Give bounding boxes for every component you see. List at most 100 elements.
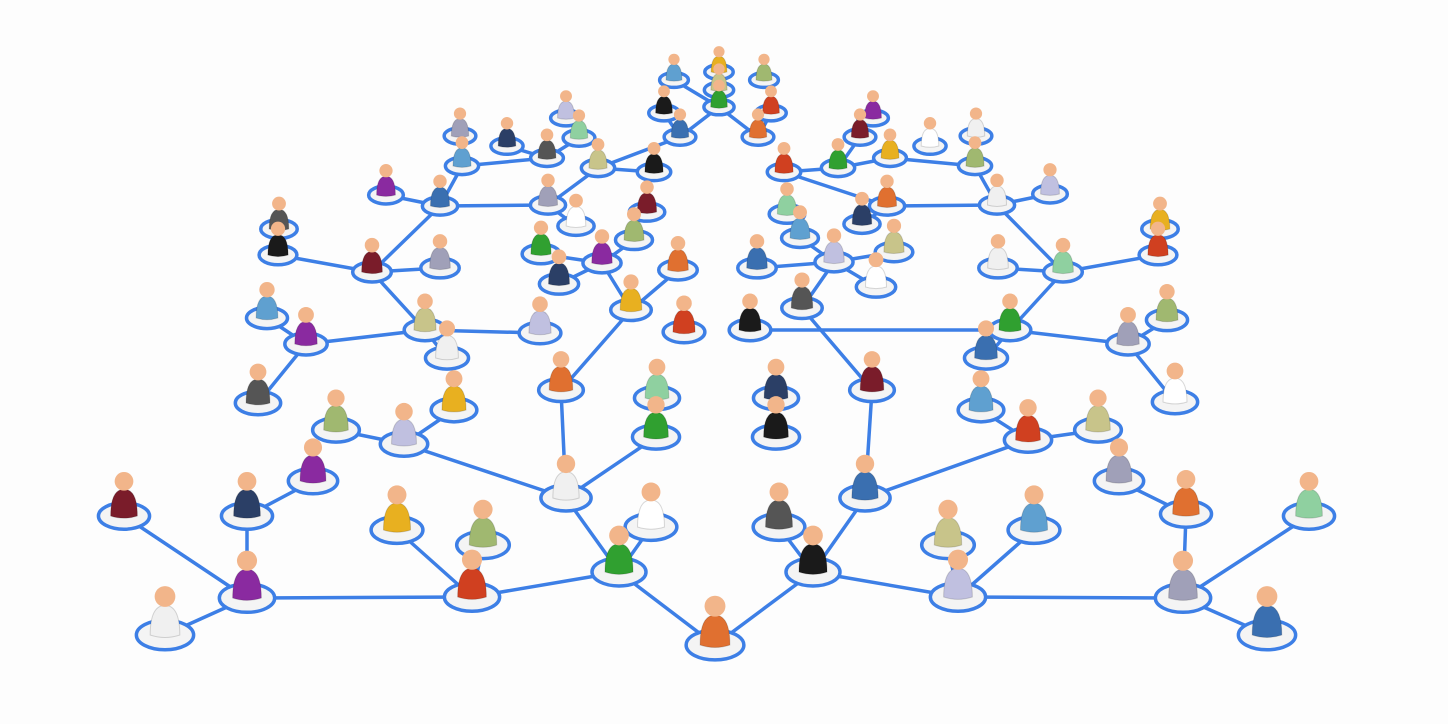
person-body bbox=[986, 185, 1008, 207]
person-node bbox=[590, 525, 648, 588]
person-head bbox=[540, 128, 554, 142]
person-body bbox=[149, 604, 181, 638]
person-head bbox=[533, 220, 549, 235]
person-head bbox=[623, 274, 639, 290]
person-node bbox=[1006, 485, 1062, 546]
person-node bbox=[420, 174, 460, 217]
person-head bbox=[863, 351, 881, 368]
network-link bbox=[1181, 514, 1311, 600]
person-node bbox=[873, 218, 915, 264]
person-node bbox=[378, 402, 430, 459]
person-body bbox=[987, 246, 1009, 271]
person-node bbox=[838, 454, 892, 513]
person-body bbox=[763, 411, 789, 440]
person-body bbox=[588, 149, 608, 170]
person-node bbox=[613, 207, 655, 252]
person-node bbox=[779, 205, 821, 250]
person-body bbox=[637, 499, 665, 530]
person-node bbox=[662, 108, 698, 147]
person-head bbox=[1150, 221, 1166, 236]
person-head bbox=[751, 108, 765, 121]
person-body bbox=[851, 471, 879, 501]
network-link bbox=[782, 170, 889, 208]
person-head bbox=[793, 205, 807, 220]
network-nodes bbox=[96, 46, 1337, 662]
person-node bbox=[627, 180, 667, 223]
person-node bbox=[842, 108, 878, 147]
person-body bbox=[655, 95, 673, 115]
person-body bbox=[667, 248, 689, 273]
person-node bbox=[747, 53, 781, 90]
person-node bbox=[1281, 471, 1337, 531]
person-body bbox=[591, 242, 613, 266]
person-body bbox=[548, 365, 574, 393]
person-head bbox=[713, 46, 725, 58]
person-head bbox=[327, 389, 345, 407]
person-node bbox=[928, 549, 988, 614]
person-body bbox=[552, 471, 580, 501]
person-body bbox=[450, 118, 470, 138]
person-head bbox=[591, 138, 605, 151]
person-head bbox=[1089, 389, 1107, 407]
person-node bbox=[1144, 283, 1190, 333]
person-head bbox=[972, 370, 990, 388]
person-head bbox=[704, 595, 726, 617]
person-head bbox=[594, 229, 610, 244]
person-head bbox=[742, 293, 758, 310]
person-node bbox=[244, 282, 290, 331]
person-body bbox=[457, 567, 487, 600]
person-body bbox=[880, 139, 900, 160]
person-head bbox=[461, 549, 483, 570]
person-body bbox=[998, 307, 1022, 333]
person-head bbox=[647, 396, 665, 414]
person-head bbox=[259, 282, 275, 298]
person-head bbox=[670, 235, 686, 251]
person-head bbox=[417, 293, 433, 310]
person-body bbox=[738, 307, 762, 333]
network-link bbox=[800, 306, 874, 392]
person-node bbox=[956, 370, 1006, 424]
person-head bbox=[777, 141, 791, 155]
person-body bbox=[468, 517, 498, 548]
person-node bbox=[1153, 550, 1213, 615]
person-body bbox=[245, 378, 271, 406]
network-link bbox=[559, 308, 633, 392]
person-head bbox=[438, 320, 456, 337]
person-body bbox=[644, 153, 664, 174]
person-node bbox=[419, 234, 461, 280]
person-body bbox=[966, 118, 986, 138]
network-link bbox=[370, 204, 442, 274]
person-body bbox=[943, 567, 973, 600]
person-node bbox=[219, 471, 275, 531]
network-link bbox=[245, 595, 474, 600]
person-body bbox=[1019, 502, 1049, 533]
person-node bbox=[784, 525, 842, 588]
person-head bbox=[831, 138, 845, 151]
person-head bbox=[1159, 283, 1175, 300]
network-link bbox=[122, 514, 249, 600]
person-body bbox=[548, 262, 570, 287]
person-body bbox=[452, 147, 472, 168]
person-head bbox=[868, 252, 884, 268]
person-body bbox=[537, 185, 559, 207]
person-node bbox=[581, 229, 623, 275]
person-head bbox=[432, 234, 448, 249]
person-node bbox=[656, 235, 700, 282]
person-head bbox=[395, 402, 413, 421]
person-node bbox=[561, 109, 597, 148]
person-body bbox=[636, 192, 658, 214]
person-node bbox=[646, 85, 682, 123]
person-node bbox=[819, 138, 857, 179]
person-head bbox=[673, 108, 687, 121]
person-head bbox=[551, 249, 567, 265]
person-head bbox=[969, 107, 983, 120]
person-body bbox=[255, 295, 279, 321]
network-link bbox=[956, 595, 1185, 600]
person-body bbox=[850, 119, 870, 139]
person-head bbox=[298, 306, 314, 323]
person-node bbox=[257, 221, 299, 267]
person-head bbox=[855, 191, 869, 206]
network-link bbox=[863, 438, 1030, 500]
person-body bbox=[294, 321, 318, 347]
person-node bbox=[842, 191, 882, 236]
